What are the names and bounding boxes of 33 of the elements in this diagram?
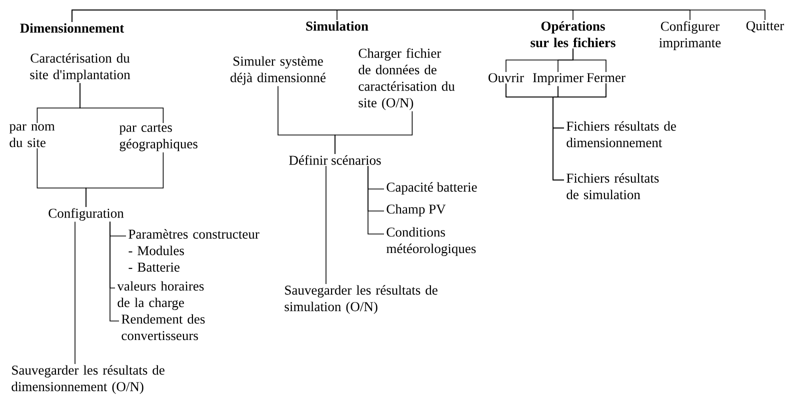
menu-item: Capacité batterie xyxy=(386,182,477,194)
tree-connector xyxy=(86,152,164,208)
menu-item: Quitter xyxy=(746,21,784,32)
tree-connector xyxy=(334,110,413,154)
menu-item: Sauvegarder les résultats de dimensionnement (O/N) xyxy=(12,365,164,394)
menu-item: valeurs horaires de la charge xyxy=(117,281,204,310)
menu-item: Rendement des convertisseurs xyxy=(122,314,205,340)
menu-item: Champ PV xyxy=(386,204,446,216)
menu-item: Caractérisation du site d'implantation xyxy=(30,53,130,82)
menu-item: Conditions météorologiques xyxy=(386,227,476,256)
menu-heading: Simulation xyxy=(306,21,368,31)
tree-connector xyxy=(74,221,76,364)
menu-item: Fichiers résultats de simulation xyxy=(566,173,659,200)
menu-item: Configuration xyxy=(48,208,124,221)
menu-item: Charger fichier de données de caractérisation du site (O/N) xyxy=(358,48,455,110)
menu-item: Définir scénarios xyxy=(289,155,381,165)
menu-item: Fichiers résultats de dimensionnement xyxy=(566,121,676,148)
tree-connector xyxy=(80,82,164,124)
tree-connector xyxy=(572,48,606,72)
menu-item: Sauvegarder les résultats de simulation (O/N) xyxy=(284,285,438,314)
menu-item: Ouvrir xyxy=(488,73,524,82)
menu-item: Simuler système déjà dimensionné xyxy=(230,56,326,85)
tree-connector xyxy=(110,221,120,322)
menu-item: Configurer imprimante xyxy=(659,21,721,50)
menu-item: par cartes géographiques xyxy=(119,124,198,152)
menu-item: Paramètres constructeur - Modules - Batterie xyxy=(128,229,260,272)
tree-connector xyxy=(368,166,384,234)
tree-connector xyxy=(552,82,606,180)
menu-heading: Opérations sur les fichiers xyxy=(530,21,616,48)
menu-heading: Dimensionnement xyxy=(20,23,124,33)
menu-item: par nom du site xyxy=(9,124,55,148)
menu-item: Imprimer xyxy=(533,73,584,85)
menu-item: Fermer xyxy=(586,73,626,82)
